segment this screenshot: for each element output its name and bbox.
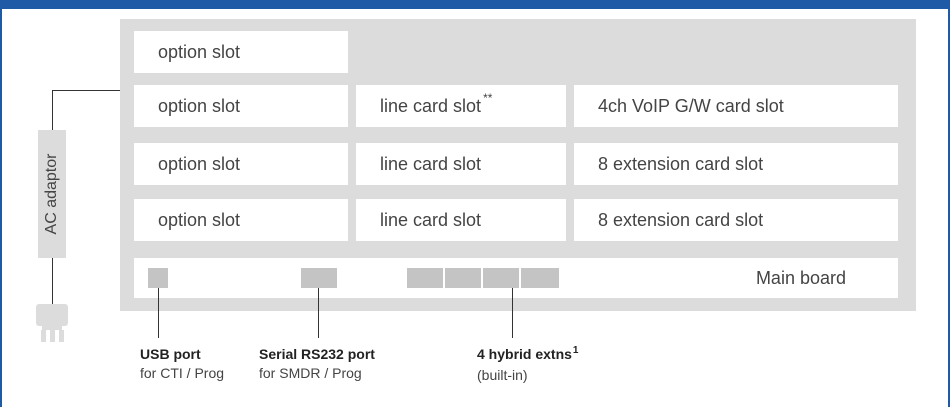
- usb-port-caption: USB port for CTI / Prog: [140, 345, 224, 383]
- usb-port-connector: [148, 268, 168, 288]
- slot-label: option slot: [158, 209, 241, 230]
- slot-r4-c3: 8 extension card slot: [574, 199, 898, 241]
- slot-r3-c1: option slot: [134, 143, 348, 185]
- slot-r4-c2: line card slot: [356, 199, 566, 241]
- slot-r2-c1: option slot: [134, 85, 348, 127]
- footnote-marker: 1: [572, 345, 579, 356]
- slot-label: line card slot: [380, 209, 482, 230]
- slot-r4-c1: option slot: [134, 199, 348, 241]
- hybrid-port-connector: [521, 268, 559, 288]
- serial-port-connector: [301, 268, 337, 288]
- slot-label: 8 extension card slot: [598, 209, 764, 230]
- ac-adaptor-box: [38, 130, 66, 258]
- slot-label: line card slot: [380, 153, 482, 174]
- serial-leader-line: [318, 288, 319, 338]
- ac-cable-upper: [52, 90, 53, 130]
- slot-r2-c2: line card slot**: [356, 85, 566, 127]
- main-board-label: Main board: [755, 268, 846, 288]
- hybrid-port-connector: [445, 268, 481, 288]
- slot-label: 4ch VoIP G/W card slot: [598, 95, 784, 116]
- serial-port-caption: Serial RS232 port for SMDR / Prog: [259, 345, 375, 383]
- hybrid-extns-title-wrap: 4 hybrid extns1: [477, 345, 578, 366]
- usb-port-subtitle: for CTI / Prog: [140, 365, 225, 381]
- slot-label: option slot: [158, 153, 241, 174]
- serial-port-subtitle: for SMDR / Prog: [259, 365, 362, 381]
- footnote-marker: **: [483, 91, 493, 105]
- slot-label: line card slot: [380, 95, 482, 116]
- usb-port-title: USB port: [140, 346, 201, 362]
- ac-cable-top: [52, 90, 120, 91]
- slot-label: option slot: [158, 41, 241, 62]
- hybrid-port-connector: [483, 268, 519, 288]
- slot-r1-c1: option slot: [134, 31, 348, 73]
- slot-r3-c3: 8 extension card slot: [574, 143, 898, 185]
- slot-r2-c3: 4ch VoIP G/W card slot: [574, 85, 898, 127]
- slot-label: option slot: [158, 95, 241, 116]
- slot-r3-c2: line card slot: [356, 143, 566, 185]
- hybrid-extns-caption: 4 hybrid extns1 (built-in): [477, 345, 578, 385]
- hybrid-port-connector: [407, 268, 443, 288]
- slot-label: 8 extension card slot: [598, 153, 764, 174]
- hybrid-extns-title: 4 hybrid extns: [477, 346, 572, 362]
- hybrid-leader-line: [512, 288, 513, 338]
- ac-cable-lower: [52, 258, 53, 304]
- serial-port-title: Serial RS232 port: [259, 346, 375, 362]
- hybrid-extns-subtitle: (built-in): [477, 367, 528, 383]
- ac-adaptor-label: AC adaptor: [43, 153, 60, 235]
- usb-leader-line: [158, 288, 159, 338]
- power-plug-icon: [36, 304, 68, 342]
